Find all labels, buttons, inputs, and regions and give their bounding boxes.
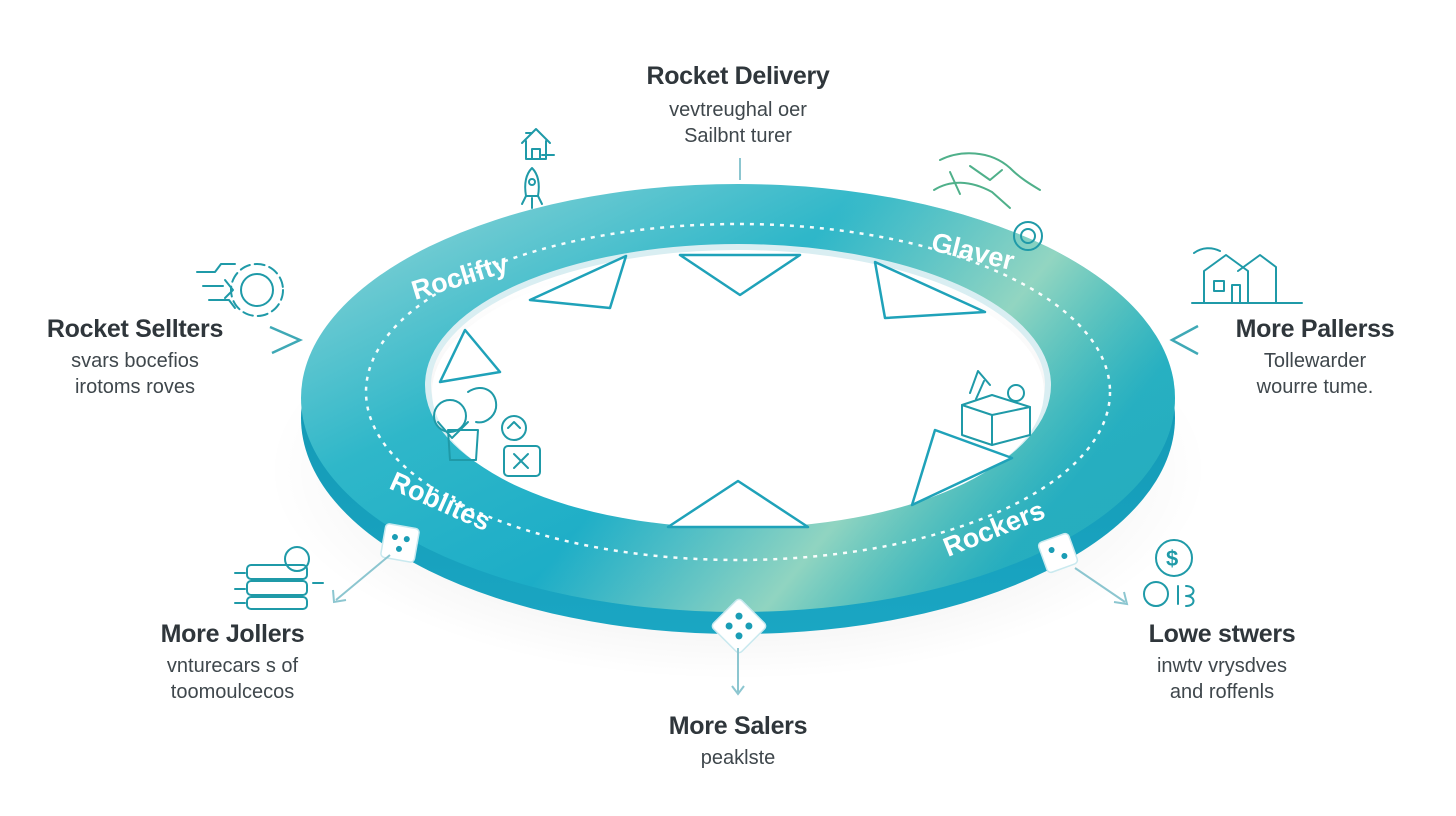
people-icon — [433, 387, 541, 477]
rocket-icon — [521, 167, 543, 209]
arrow-top — [678, 253, 802, 297]
dice-markers — [380, 523, 1079, 654]
node-line: and roffenls — [1169, 680, 1275, 703]
node-line: irotoms roves — [74, 375, 196, 398]
node-line: svars bocefios — [71, 349, 199, 372]
node-title: More Salers — [668, 712, 808, 740]
node-line: Sailbnt turer — [684, 124, 792, 147]
node-title: More Pallerss — [1235, 315, 1395, 343]
arrow-bottom-right — [910, 428, 1014, 507]
svg-text:$: $ — [1166, 546, 1178, 571]
bicycle-icon — [933, 152, 1043, 251]
node-title: Lowe stwers — [1148, 620, 1296, 648]
arrow-top-right — [873, 260, 987, 320]
house-icon — [521, 128, 555, 160]
arrow-top-left — [528, 254, 628, 310]
node-title: Rocket Sellters — [46, 315, 224, 343]
ring-hole — [432, 256, 1044, 528]
gear-icon — [196, 263, 284, 317]
node-right: More Pallerss Tollewarder wourre tume. — [1200, 315, 1430, 400]
node-line: vnturecars s of — [166, 654, 299, 677]
node-bottom: More Salers peaklste — [588, 712, 888, 771]
node-line: inwtv vrysdves — [1156, 654, 1288, 677]
node-line: Tollewarder — [1263, 349, 1367, 372]
box-icon — [961, 370, 1031, 446]
node-left: Rocket Sellters svars bocefios irotoms r… — [20, 315, 250, 400]
arrow-left — [438, 328, 502, 384]
node-line: peaklste — [700, 746, 776, 769]
node-title: More Jollers — [160, 620, 305, 648]
node-line: toomoulcecos — [170, 680, 295, 703]
connectors — [269, 158, 1199, 696]
ring-dashed-path — [364, 222, 1112, 562]
arrow-bottom — [666, 479, 810, 529]
dollar-icon: $ — [1143, 539, 1195, 607]
home-icon — [1191, 247, 1303, 304]
node-top: Rocket Delivery vevtreughal oer Sailbnt … — [538, 62, 938, 149]
money-icon — [234, 546, 324, 610]
node-bottom-right: Lowe stwers inwtv vrysdves and roffenls — [1112, 620, 1332, 705]
inner-arrows — [438, 253, 1014, 529]
node-bottom-left: More Jollers vnturecars s of toomoulceco… — [120, 620, 345, 705]
node-title: Rocket Delivery — [646, 62, 830, 90]
node-line: wourre tume. — [1256, 375, 1374, 398]
node-line: vevtreughal oer — [669, 98, 807, 121]
